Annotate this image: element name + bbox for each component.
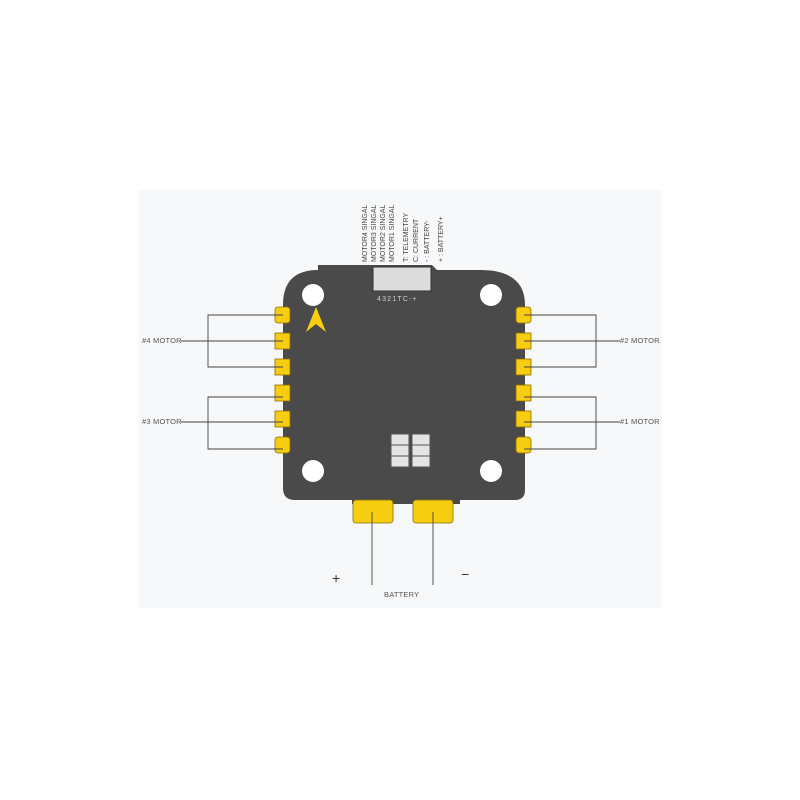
battery-minus-sign: − [461,566,470,582]
pin-label-current: C: CURRENT [413,218,420,262]
signal-connector [372,266,432,292]
silkscreen-pin-label: 4321TC-+ [377,296,418,303]
direction-arrow-icon [306,307,326,332]
battery-plus-pad [352,499,394,524]
motor3-label: #3 MOTOR [142,417,182,426]
mount-hole-bottom-right [480,460,502,482]
battery-label: BATTERY [384,590,420,599]
pin-label-motor4-signal: MOTOR4 SINGAL [362,204,369,262]
motor2-label: #2 MOTOR [620,336,660,345]
motor4-label: #4 MOTOR [142,336,182,345]
center-connector-grid [390,433,431,468]
pin-label-battery-plus: + : BATTERY+ [438,216,445,262]
pin-label-battery-minus: - : BATTERY- [424,220,431,263]
wiring-lines [181,314,620,585]
motor1-label: #1 MOTOR [620,417,660,426]
mount-hole-bottom-left [302,460,324,482]
pin-label-motor2-signal: MOTOR2 SINGAL [380,204,387,262]
battery-plus-sign: + [332,570,341,586]
mount-hole-top-right [480,284,502,306]
esc-board [283,265,525,500]
mount-hole-top-left [302,284,324,306]
pin-label-telemetry: T: TELEMETRY [403,212,410,262]
pin-label-motor1-signal: MOTOR1 SINGAL [389,204,396,262]
pin-label-motor3-signal: MOTOR3 SINGAL [371,204,378,262]
